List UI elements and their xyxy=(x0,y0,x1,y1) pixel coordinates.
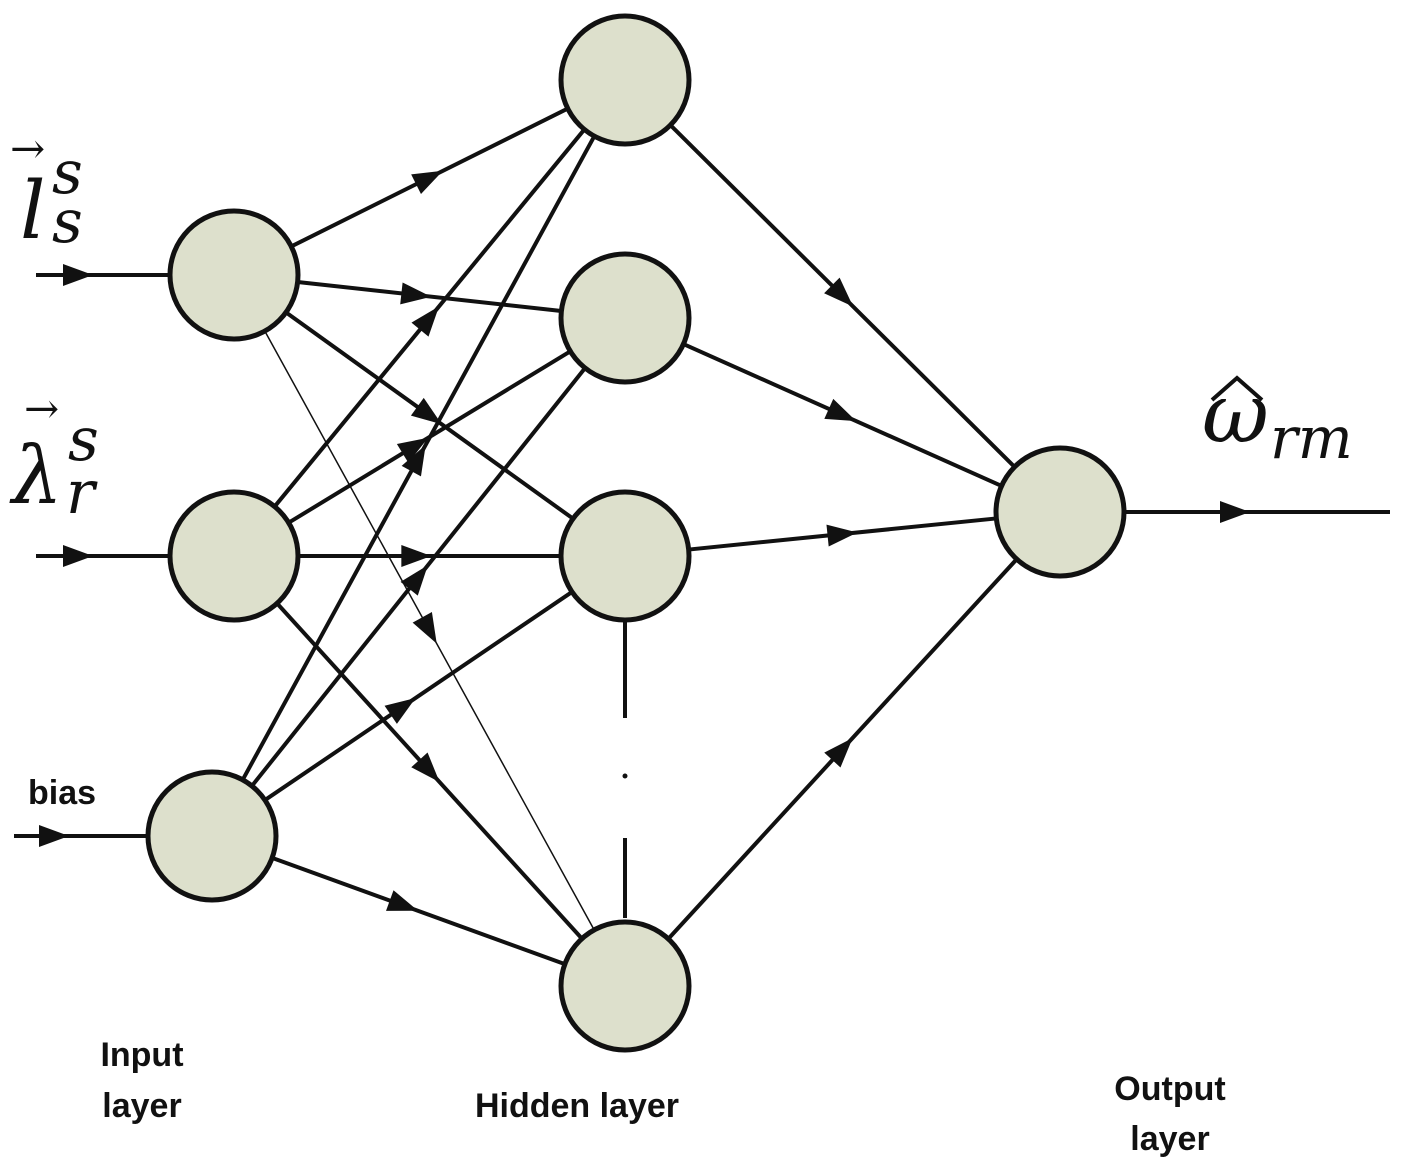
input-label-l-arrow: → xyxy=(10,124,45,173)
input-label-l: l → s s xyxy=(10,124,83,257)
hidden-ellipsis xyxy=(622,622,628,918)
hidden-node-2 xyxy=(558,251,692,385)
output-layer-label-line2: layer xyxy=(1130,1120,1209,1158)
input-label-l-base: l xyxy=(20,164,46,257)
hidden-node-n xyxy=(558,919,692,1053)
input-label-l-sup: s xyxy=(52,138,83,208)
input-label-lambda-sub: r xyxy=(66,458,98,528)
edge-bias-h4 xyxy=(271,855,566,967)
input-label-lambda-base: λ xyxy=(9,429,63,522)
output-label-hat xyxy=(1210,375,1264,402)
input-label-lambda-sup: s xyxy=(68,405,99,475)
arrow-in1-h1 xyxy=(411,170,443,195)
input-label-lambda: λ → s r xyxy=(9,384,99,528)
arrow-in2-h1 xyxy=(411,306,440,337)
input-arrow-1 xyxy=(63,264,93,286)
edge-bias-h3 xyxy=(263,590,574,802)
arrow-in2-h2 xyxy=(396,437,429,463)
arrow-in1-h4 xyxy=(412,612,437,644)
arrow-h2-out xyxy=(824,398,857,422)
output-label-omega: ω rm xyxy=(1202,367,1353,472)
network-nodes xyxy=(145,13,1127,1053)
input-node-2 xyxy=(167,489,301,623)
arrow-in1-h2 xyxy=(400,282,432,305)
arrow-bias-h4 xyxy=(386,890,418,911)
input-node-1 xyxy=(167,208,301,342)
input-node-bias xyxy=(145,769,279,903)
input-arrow-bias xyxy=(39,825,69,847)
hidden-node-1 xyxy=(558,13,692,147)
bias-label: bias xyxy=(28,774,96,812)
output-label-omega-sub: rm xyxy=(1270,404,1353,472)
hidden-node-3 xyxy=(558,489,692,623)
arrowheads xyxy=(39,170,1250,911)
arrow-in1-h3 xyxy=(410,397,442,425)
arrow-h4-out xyxy=(824,737,853,768)
input-layer-label-line1: Input xyxy=(100,1036,183,1074)
output-node xyxy=(993,445,1127,579)
hidden-layer-label: Hidden layer xyxy=(475,1087,679,1125)
arrow-h3-out xyxy=(826,524,858,547)
input-arrow-2 xyxy=(63,545,93,567)
input-label-l-sub: s xyxy=(52,187,83,257)
arrow-bias-h2 xyxy=(400,565,428,596)
input-label-lambda-arrow: → xyxy=(24,384,59,433)
arrow-bias-h1 xyxy=(401,444,426,477)
arrow-h1-out xyxy=(824,277,854,307)
arrow-in2-h3 xyxy=(401,545,432,567)
arrow-in2-h4 xyxy=(411,752,440,783)
arrow-bias-h3 xyxy=(384,697,416,724)
input-layer-label-line2: layer xyxy=(102,1087,181,1125)
output-label-omega-base: ω xyxy=(1202,367,1269,462)
output-arrow xyxy=(1220,501,1250,523)
output-layer-label-line1: Output xyxy=(1114,1070,1225,1108)
